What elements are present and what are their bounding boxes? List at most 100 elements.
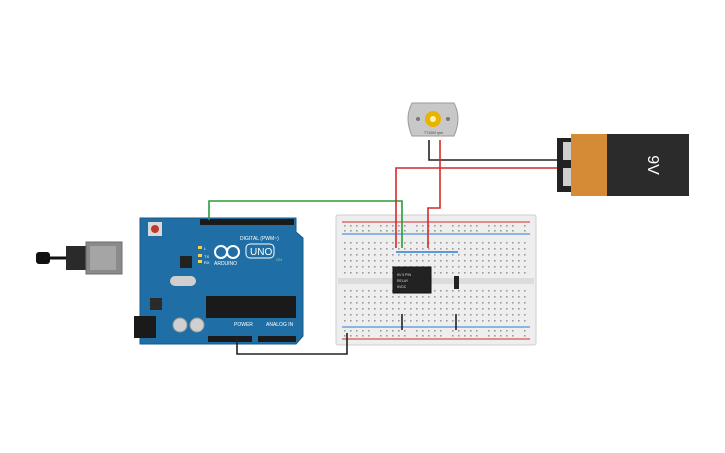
breadboard-hole <box>452 248 454 250</box>
battery-terminal-positive <box>563 142 573 160</box>
breadboard-hole <box>374 254 376 256</box>
breadboard-hole <box>446 290 448 292</box>
breadboard-hole <box>356 266 358 268</box>
breadboard-hole <box>428 320 430 322</box>
breadboard-hole <box>506 314 508 316</box>
arduino-model: UNO <box>250 247 272 258</box>
breadboard-hole <box>350 330 352 332</box>
breadboard-hole <box>464 335 466 337</box>
breadboard-hole <box>488 266 490 268</box>
arduino-logo-icon <box>214 245 240 259</box>
arduino-uno-board[interactable]: ARDUINO UNO DIGITAL (PWM~) POWER ANALOG … <box>36 217 304 345</box>
breadboard-hole <box>464 330 466 332</box>
breadboard-hole <box>464 314 466 316</box>
breadboard-hole <box>398 320 400 322</box>
breadboard-hole <box>362 320 364 322</box>
breadboard-hole <box>386 335 388 337</box>
wire-red-motor[interactable] <box>427 140 441 248</box>
breadboard-hole <box>392 242 394 244</box>
breadboard-hole <box>380 320 382 322</box>
breadboard-hole <box>362 248 364 250</box>
digital-header <box>200 219 294 225</box>
breadboard-hole <box>386 296 388 298</box>
breadboard-hole <box>404 260 406 262</box>
breadboard-hole <box>506 230 508 232</box>
breadboard-hole <box>494 242 496 244</box>
breadboard-hole <box>344 248 346 250</box>
breadboard-hole <box>434 272 436 274</box>
breadboard-hole <box>404 302 406 304</box>
breadboard-hole <box>524 248 526 250</box>
breadboard-hole <box>422 335 424 337</box>
breadboard-hole <box>386 302 388 304</box>
breadboard-hole <box>422 225 424 227</box>
breadboard-hole <box>416 330 418 332</box>
breadboard-hole <box>404 330 406 332</box>
wire-green-signal[interactable] <box>208 200 403 248</box>
breadboard-hole <box>452 242 454 244</box>
breadboard-hole <box>440 260 442 262</box>
arduino-brand: ARDUINO <box>214 261 237 267</box>
breadboard-hole <box>368 308 370 310</box>
breadboard-hole <box>380 308 382 310</box>
breadboard-hole <box>482 308 484 310</box>
breadboard-hole <box>362 335 364 337</box>
breadboard-hole <box>464 248 466 250</box>
wire-red-battery[interactable] <box>395 167 557 248</box>
breadboard-hole <box>374 308 376 310</box>
breadboard-hole <box>368 330 370 332</box>
breadboard-hole <box>356 230 358 232</box>
battery-9v[interactable]: 9V <box>557 134 689 196</box>
breadboard-hole <box>344 320 346 322</box>
breadboard-hole <box>464 260 466 262</box>
breadboard-hole <box>428 260 430 262</box>
breadboard-hole <box>362 225 364 227</box>
breadboard[interactable] <box>335 214 537 346</box>
breadboard-hole <box>500 335 502 337</box>
breadboard-hole <box>458 302 460 304</box>
usb-chip <box>180 256 192 268</box>
tx-label: TX <box>204 254 209 259</box>
breadboard-hole <box>422 330 424 332</box>
breadboard-hole <box>470 248 472 250</box>
breadboard-hole <box>386 320 388 322</box>
breadboard-hole <box>518 254 520 256</box>
wire-black-ground[interactable] <box>236 333 348 355</box>
breadboard-hole <box>482 242 484 244</box>
breadboard-hole <box>470 330 472 332</box>
breadboard-hole <box>500 302 502 304</box>
breadboard-hole <box>392 314 394 316</box>
breadboard-hole <box>386 266 388 268</box>
breadboard-hole <box>476 248 478 250</box>
breadboard-hole <box>428 308 430 310</box>
breadboard-hole <box>392 302 394 304</box>
breadboard-hole <box>452 272 454 274</box>
breadboard-hole <box>494 308 496 310</box>
breadboard-hole <box>470 296 472 298</box>
breadboard-hole <box>374 248 376 250</box>
breadboard-hole <box>452 308 454 310</box>
breadboard-hole <box>482 260 484 262</box>
breadboard-hole <box>416 230 418 232</box>
breadboard-hole <box>398 302 400 304</box>
relay[interactable]: 5V 5 PIN RELAY 5VDC <box>392 266 432 294</box>
diode[interactable] <box>454 276 459 289</box>
motor-label: TT1000 rpm <box>424 131 443 135</box>
breadboard-hole <box>434 335 436 337</box>
breadboard-hole <box>350 296 352 298</box>
breadboard-hole <box>422 242 424 244</box>
breadboard-hole <box>344 314 346 316</box>
breadboard-hole <box>344 230 346 232</box>
breadboard-hole <box>344 330 346 332</box>
relay-label-3: 5VDC <box>397 285 407 289</box>
breadboard-hole <box>374 314 376 316</box>
breadboard-hole <box>482 266 484 268</box>
dc-motor[interactable]: TT1000 rpm <box>407 102 459 137</box>
breadboard-hole <box>428 248 430 250</box>
breadboard-hole <box>470 266 472 268</box>
breadboard-hole <box>398 335 400 337</box>
breadboard-hole <box>380 266 382 268</box>
breadboard-hole <box>452 320 454 322</box>
wire-black-motor[interactable] <box>428 140 557 161</box>
breadboard-hole <box>518 248 520 250</box>
